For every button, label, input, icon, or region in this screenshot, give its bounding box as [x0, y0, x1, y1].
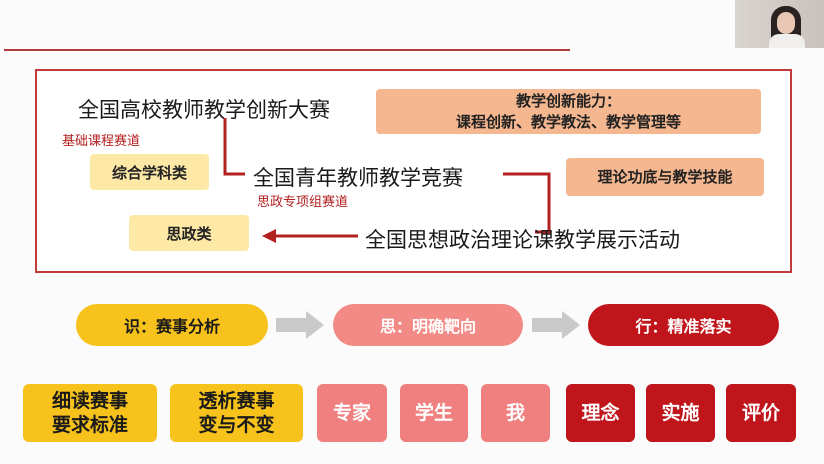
tile-experts: 专家	[317, 384, 387, 442]
flow-step-analysis: 识：赛事分析	[76, 304, 268, 346]
tile-read-requirements: 细读赛事 要求标准	[23, 384, 157, 442]
title-ideo-activity: 全国思想政治理论课教学展示活动	[365, 228, 680, 252]
tile-concept: 理念	[566, 384, 635, 442]
flow-arrow-1	[276, 311, 324, 339]
connector-youth-to-ideo	[503, 172, 551, 234]
track-basic-label: 基础课程赛道	[62, 134, 141, 149]
webcam-video-thumbnail	[735, 0, 824, 48]
innovation-ability-line1: 教学创新能力：	[515, 91, 621, 110]
tile-students: 学生	[400, 384, 468, 442]
innovation-ability-line2: 课程创新、教学教法、教学管理等	[455, 112, 681, 131]
title-innovation-contest: 全国高校教师教学创新大赛	[78, 98, 330, 122]
title-youth-contest: 全国青年教师教学竞赛	[253, 166, 463, 190]
flow-step-implement: 行：精准落实	[588, 304, 779, 346]
track-ideo-label: 思政专项组赛道	[257, 195, 349, 210]
innovation-ability-box: 教学创新能力： 课程创新、教学教法、教学管理等	[376, 89, 761, 134]
tile-analyze-changes: 透析赛事 变与不变	[170, 384, 303, 442]
theory-skill-box: 理论功底与教学技能	[566, 158, 764, 196]
flow-arrow-2	[532, 311, 580, 339]
tile-read-requirements-line1: 细读赛事	[51, 390, 128, 412]
tile-read-requirements-line2: 要求标准	[51, 414, 128, 436]
tile-evaluation: 评价	[726, 384, 796, 442]
header-divider	[4, 49, 570, 51]
tile-implementation: 实施	[646, 384, 715, 442]
arrow-ideo-to-box-head	[262, 229, 276, 243]
tile-me: 我	[481, 384, 550, 442]
tile-analyze-changes-line2: 变与不变	[198, 414, 275, 436]
ideo-category-box: 思政类	[129, 215, 249, 251]
flow-step-target: 思：明确靶向	[333, 304, 523, 346]
tile-analyze-changes-line1: 透析赛事	[198, 390, 275, 412]
comprehensive-category-box: 综合学科类	[90, 154, 209, 190]
connector-main-to-youth	[223, 118, 245, 176]
